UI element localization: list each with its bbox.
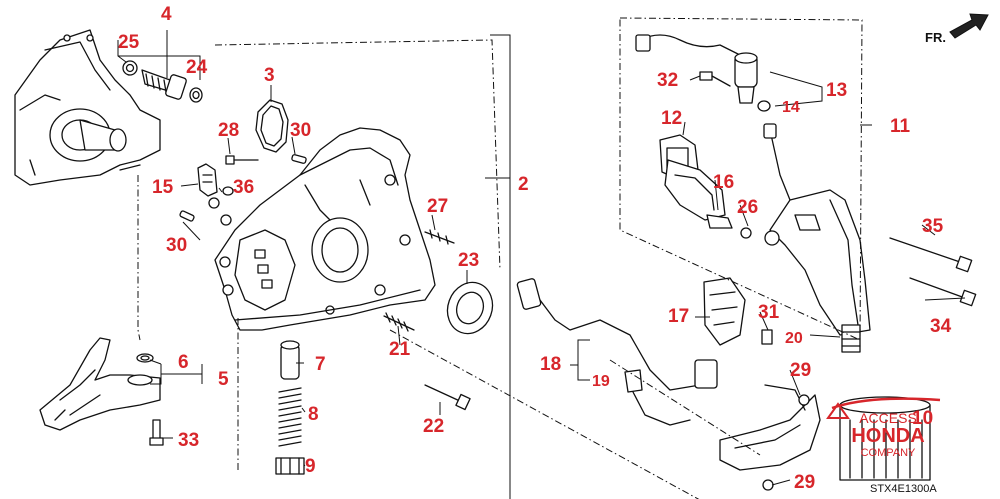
callout-22: 22 — [423, 416, 444, 437]
callout-29-top: 29 — [790, 360, 811, 381]
engine-block-fragment — [14, 29, 161, 186]
callout-7: 7 — [315, 354, 326, 375]
vtc-strainer-group — [635, 34, 977, 336]
callout-23: 23 — [458, 250, 479, 271]
part-3-gasket — [255, 99, 289, 153]
assembly-outlines — [137, 17, 863, 499]
callout-19: 19 — [592, 373, 610, 390]
part-4-assembly — [122, 60, 203, 103]
callout-18: 18 — [540, 354, 561, 375]
sensor-harness-group — [516, 277, 861, 426]
callout-30-bottom: 30 — [166, 235, 187, 256]
small-fasteners — [179, 154, 307, 226]
callout-6: 6 — [178, 352, 189, 373]
callout-3: 3 — [264, 65, 275, 86]
callout-9: 9 — [305, 456, 316, 477]
callout-25: 25 — [118, 32, 140, 53]
oil-pump-body — [214, 127, 436, 331]
logo-line2: HONDA — [851, 425, 924, 447]
oil-filter — [839, 396, 931, 481]
callout-24: 24 — [186, 57, 208, 78]
callout-13: 13 — [826, 80, 847, 101]
relief-valve-stack — [275, 340, 305, 475]
callout-34: 34 — [930, 316, 952, 337]
callout-11: 11 — [890, 116, 911, 137]
callout-14: 14 — [782, 99, 800, 116]
direction-label: FR. — [925, 30, 946, 45]
callout-17: 17 — [668, 306, 689, 327]
logo-line1: ACCESS — [859, 410, 917, 426]
callout-31: 31 — [758, 302, 780, 323]
callout-32: 32 — [657, 70, 678, 91]
callout-5: 5 — [218, 369, 229, 390]
callout-29-bottom: 29 — [794, 472, 815, 493]
callout-30-top: 30 — [290, 120, 311, 141]
access-honda-logo: ACCESS HONDA COMPANY — [826, 397, 941, 459]
callout-labels: 4 25 24 3 2 28 30 15 36 30 27 23 21 22 6… — [118, 4, 952, 493]
diagram-code: STX4E1300A — [870, 483, 937, 495]
callout-36: 36 — [233, 177, 254, 198]
callout-10: 10 — [912, 408, 933, 429]
callout-28: 28 — [218, 120, 239, 141]
callout-33: 33 — [178, 430, 199, 451]
callout-20: 20 — [785, 330, 803, 347]
callout-21: 21 — [389, 339, 411, 360]
callout-27: 27 — [427, 196, 448, 217]
leader-lines — [117, 30, 966, 499]
front-direction-arrow-icon: FR. — [925, 13, 989, 45]
oil-seal-and-bolts — [383, 229, 494, 411]
callout-8: 8 — [308, 404, 319, 425]
callout-15: 15 — [152, 177, 174, 198]
callout-4: 4 — [161, 4, 172, 25]
callout-16: 16 — [713, 172, 734, 193]
part-5-bracket — [39, 337, 164, 446]
baffle-cover — [719, 384, 821, 491]
callout-35: 35 — [922, 216, 944, 237]
callout-12: 12 — [661, 108, 682, 129]
callout-2: 2 — [518, 174, 529, 195]
logo-line3: COMPANY — [861, 447, 916, 459]
callout-26: 26 — [737, 197, 758, 218]
